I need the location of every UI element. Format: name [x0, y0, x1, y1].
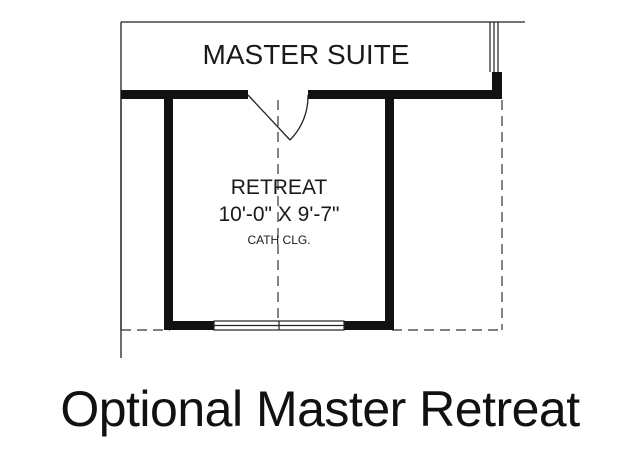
window-right	[489, 22, 499, 72]
plan-caption: Optional Master Retreat	[60, 381, 580, 437]
outline-lines	[120, 21, 525, 358]
retreat-dimensions: 10'-0" X 9'-7"	[219, 203, 340, 226]
walls	[121, 72, 502, 330]
door-swing	[247, 94, 309, 141]
dashed-lines	[121, 100, 503, 331]
floor-plan: MASTER SUITE RETREAT 10'-0" X 9'-7" CATH…	[120, 21, 525, 358]
retreat-label: RETREAT	[231, 176, 328, 199]
window-bottom	[213, 320, 345, 331]
ceiling-note: CATH CLG.	[247, 233, 310, 247]
master-suite-label: MASTER SUITE	[203, 39, 410, 70]
